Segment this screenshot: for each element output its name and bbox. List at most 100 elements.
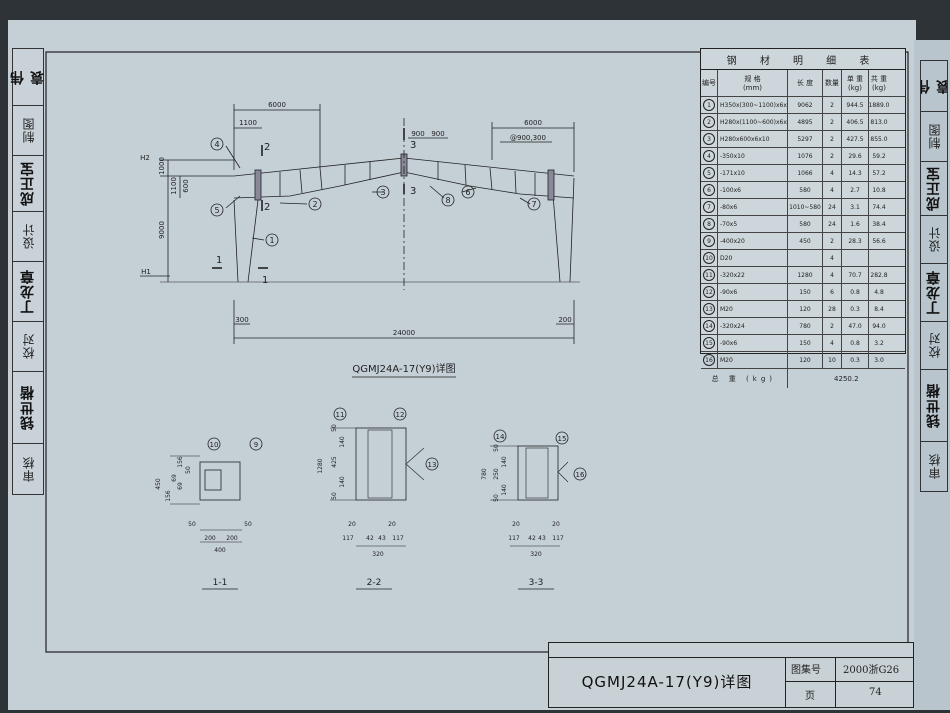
right-partial-title-block: 伟袁 制图 成正宝 设计 丁龙章 校对 钱世楷 审核 — [920, 60, 948, 492]
cell-spec-text: -100x6 — [720, 186, 741, 194]
cell-unit: 427.5 — [842, 131, 869, 147]
header-spec: 规 格(mm) — [718, 70, 788, 96]
cell-qty-text: 2 — [830, 118, 834, 126]
cell-unit: 0.8 — [842, 335, 869, 351]
cell-spec: -70x5 — [718, 216, 788, 232]
section-title: 3-3 — [529, 578, 544, 588]
cell-unit-text: 14.3 — [848, 169, 862, 177]
cell-no: 14 — [701, 318, 718, 334]
cell-total: 1889.0 — [869, 97, 889, 113]
dim-text: 450 — [155, 478, 162, 490]
dim-text: 900 — [431, 130, 444, 138]
cell-unit-text: 3.1 — [850, 203, 860, 211]
total-value: 4250.2 — [834, 374, 859, 383]
tb-cell: 伟袁 — [921, 61, 947, 112]
cell-length: 1280 — [788, 267, 823, 283]
cell-spec: M20 — [718, 352, 788, 368]
left-rafter-bottom — [233, 171, 405, 199]
cell-qty: 2 — [823, 97, 842, 113]
cell-no-text: 12 — [703, 286, 715, 298]
dim-text: 117 — [342, 535, 354, 542]
cell-unit-text: 944.5 — [846, 101, 864, 109]
cell-total: 8.4 — [869, 301, 889, 317]
cell-total-text: 57.2 — [872, 169, 886, 177]
cell-qty-text: 4 — [830, 339, 834, 347]
cell-length: 1076 — [788, 148, 823, 164]
cell-spec: H280x(1100~600)x6x10 — [718, 114, 788, 130]
cell-spec-text: -171x10 — [720, 169, 745, 177]
dim-text: 117 — [552, 535, 564, 542]
cell-qty: 6 — [823, 284, 842, 300]
cell-length: 450 — [788, 233, 823, 249]
cell-no: 13 — [701, 301, 718, 317]
cell-spec-text: H280x(1100~600)x6x10 — [720, 118, 788, 126]
cell-spec: -171x10 — [718, 165, 788, 181]
cell-no-text: 7 — [703, 201, 715, 213]
cell-qty-text: 28 — [828, 305, 836, 313]
cell-total-text: 855.0 — [870, 135, 888, 143]
part-label: 6 — [465, 188, 470, 197]
tb-cell: 设计 — [921, 215, 947, 264]
cell-unit-text: 2.7 — [850, 186, 860, 194]
header-qty: 数量 — [823, 70, 842, 96]
cell-qty-text: 4 — [830, 254, 834, 262]
dim-text: 200 — [204, 535, 216, 542]
cell-spec: -90x6 — [718, 335, 788, 351]
cell-spec-text: -90x6 — [720, 288, 738, 296]
cell-total-text: 8.4 — [874, 305, 884, 313]
right-rafter-bottom — [403, 171, 575, 199]
section-3-3: 780 50 140 250 140 50 20 20 117 42 43 11… — [481, 429, 587, 590]
cell-length-text: 5297 — [797, 135, 813, 143]
cell-length-text: 120 — [799, 305, 811, 313]
cell-length: 580 — [788, 182, 823, 198]
cell-total: 855.0 — [869, 131, 889, 147]
cell-length: 1010~580 — [788, 199, 823, 215]
cell-total: 10.8 — [869, 182, 889, 198]
cell-unit-text: 47.0 — [848, 322, 862, 330]
dim-text: 140 — [339, 436, 346, 448]
part-label: 12 — [396, 411, 405, 419]
cell-no: 7 — [701, 199, 718, 215]
cell-no-text: 14 — [703, 320, 715, 332]
dim-text: H1 — [141, 268, 151, 276]
atlas-value: 2000浙G26 — [843, 665, 900, 676]
dim-text: 50 — [493, 444, 500, 452]
cell-no: 2 — [701, 114, 718, 130]
page-value: 74 — [869, 687, 882, 698]
cell-length — [788, 250, 823, 266]
cell-qty-text: 24 — [828, 203, 836, 211]
cell-length: 9062 — [788, 97, 823, 113]
cell-qty-text: 2 — [830, 101, 834, 109]
dim-text: 320 — [372, 551, 384, 558]
cell-unit-text: 427.5 — [846, 135, 864, 143]
cell-spec: -320x22 — [718, 267, 788, 283]
dim-text: 50 — [185, 466, 192, 474]
dim-text: 69 — [171, 474, 178, 482]
section-mark: 1 — [262, 275, 268, 286]
cell-qty-text: 2 — [830, 322, 834, 330]
cell-no-text: 10 — [703, 252, 715, 264]
part-label: 4 — [214, 140, 219, 149]
cell-length: 150 — [788, 284, 823, 300]
part-label: 2 — [312, 200, 317, 209]
cell-spec: -90x6 — [718, 284, 788, 300]
cell-spec-text: -320x22 — [720, 271, 745, 279]
cell-total-text: 10.8 — [872, 186, 886, 194]
material-table-total: 总 重 (kg) 4250.2 — [701, 369, 905, 388]
cell-length: 120 — [788, 301, 823, 317]
dim-text: 140 — [339, 476, 346, 488]
dim-text: 6000 — [524, 119, 542, 127]
cell-qty-text: 4 — [830, 271, 834, 279]
dim-text: 43 — [378, 535, 386, 542]
cell-qty: 4 — [823, 250, 842, 266]
dim-text: 20 — [348, 521, 356, 528]
cell-unit-text: 29.6 — [848, 152, 862, 160]
cell-qty-text: 2 — [830, 237, 834, 245]
part-label: 1 — [269, 236, 274, 245]
cell-unit: 406.5 — [842, 114, 869, 130]
